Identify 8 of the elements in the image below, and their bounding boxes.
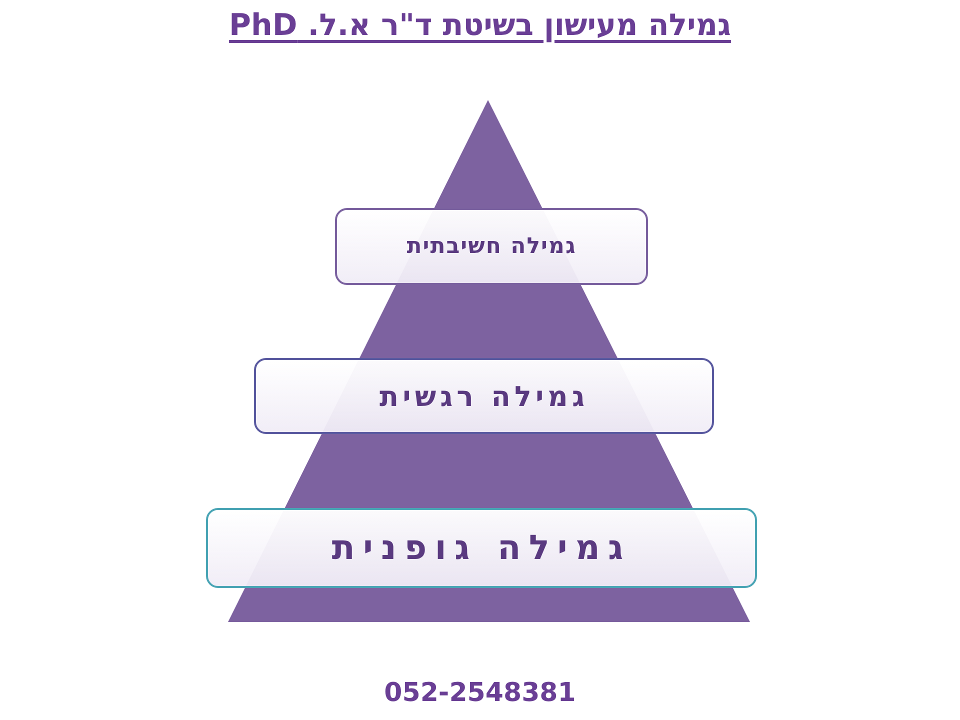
phone-number: 052-2548381 (384, 678, 576, 708)
level-label: גמילה רגשית (380, 380, 588, 412)
title: גמילה מעישון בשיטת ד"ר א.ל. PhD (229, 8, 731, 43)
level-label: גמילה גופנית (332, 528, 632, 568)
level-box (206, 508, 757, 588)
level-label: גמילה חשיבתית (406, 234, 576, 259)
level-box (335, 208, 648, 285)
level-box (254, 358, 714, 434)
